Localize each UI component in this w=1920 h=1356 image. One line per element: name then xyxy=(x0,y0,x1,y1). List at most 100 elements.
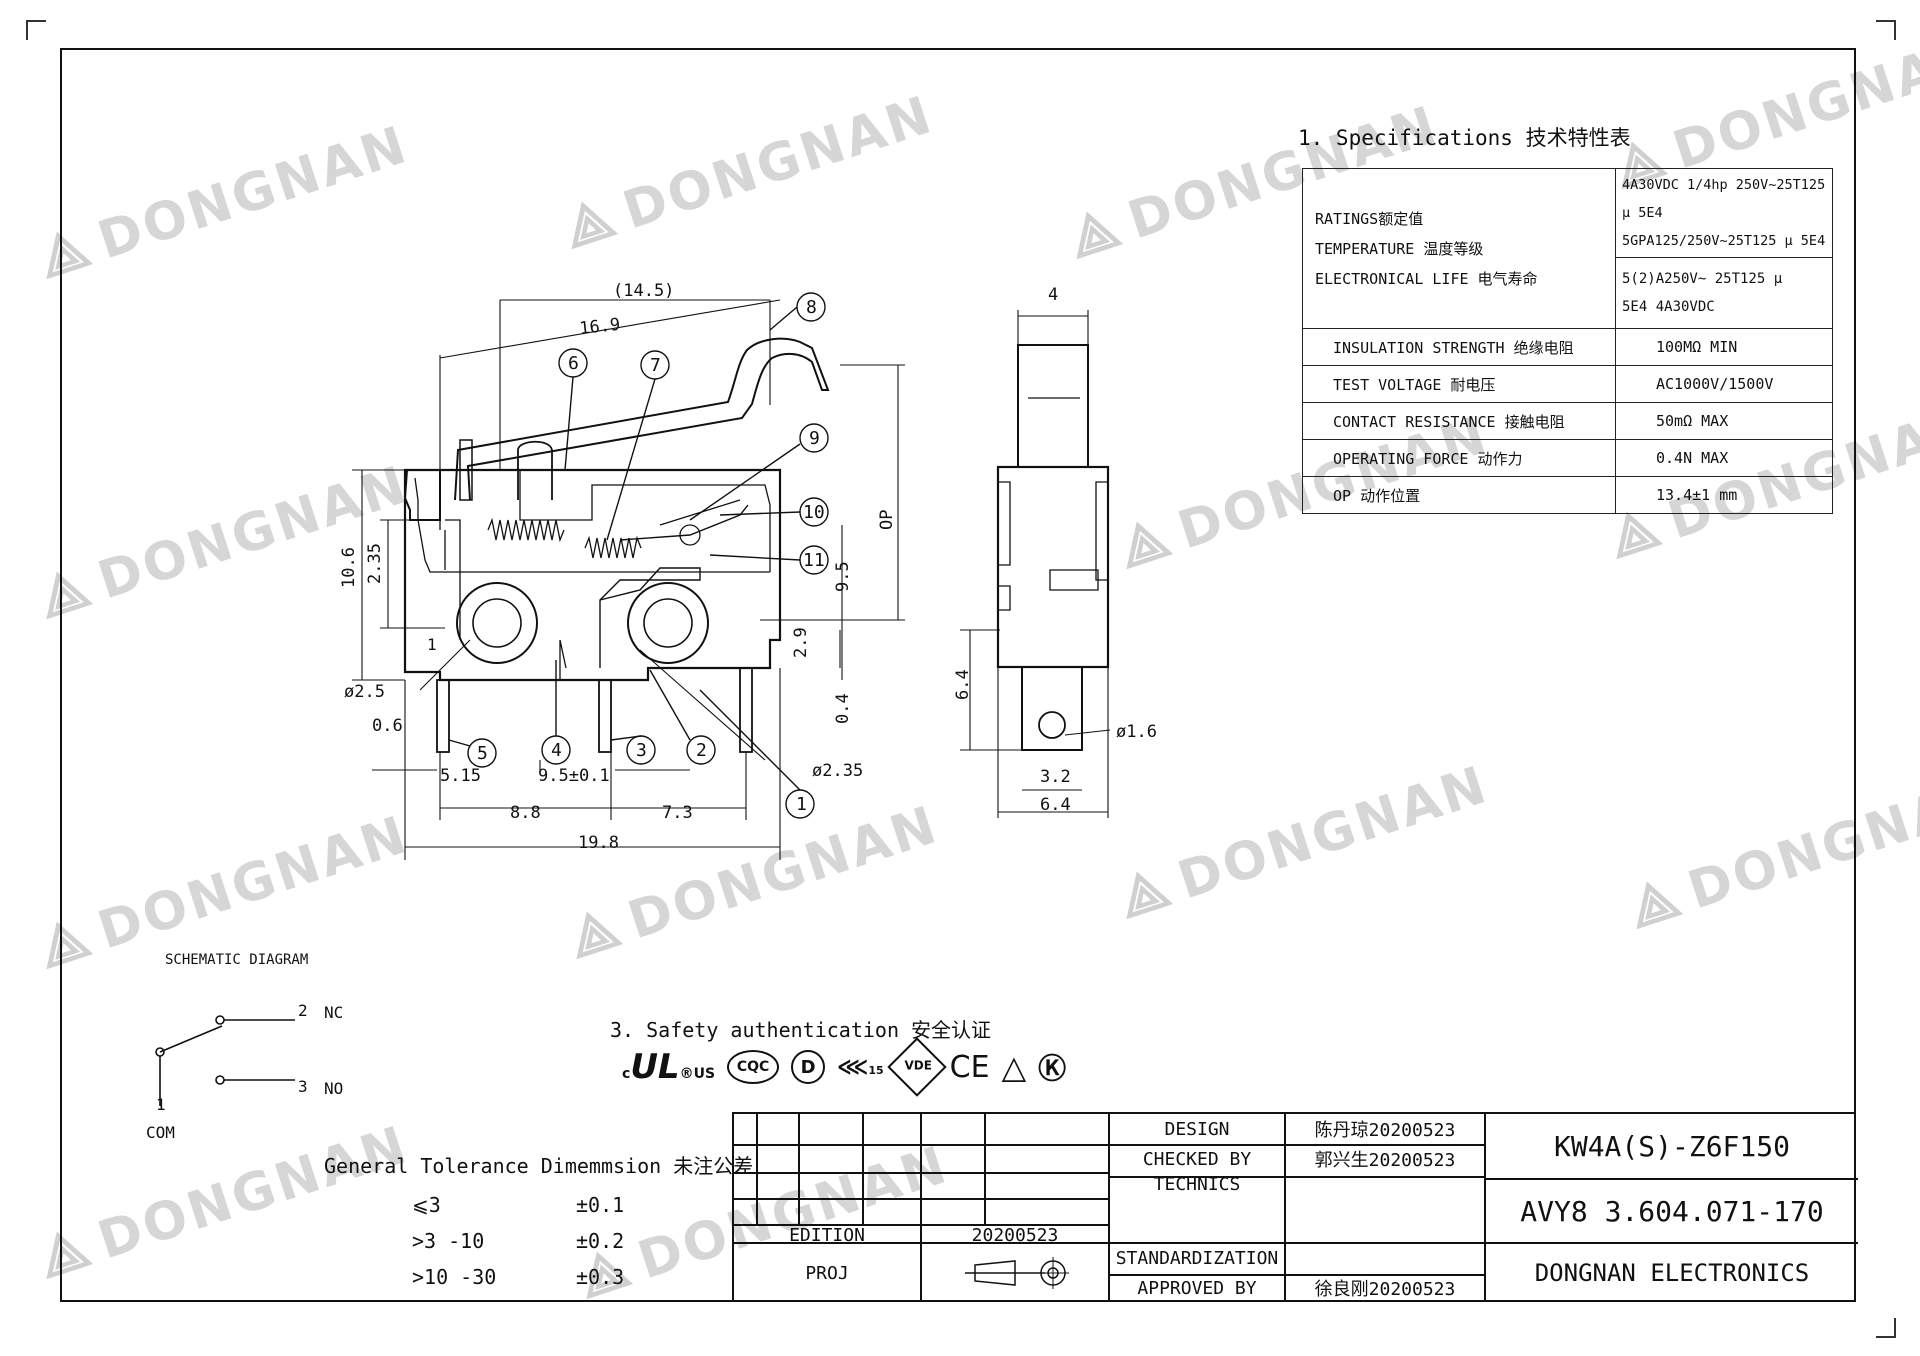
dim-dia-2-5: ø2.5 xyxy=(344,682,385,702)
specs-row-life: 5(2)A250V~ 25T125 μ 5E4 4A30VDC xyxy=(1303,257,1833,329)
specs-values-b: 5(2)A250V~ 25T125 μ 5E4 4A30VDC xyxy=(1615,257,1833,329)
spec-label: TEST VOLTAGE 耐电压 xyxy=(1302,365,1616,403)
specs-table: RATINGS额定值 TEMPERATURE 温度等级 ELECTRONICAL… xyxy=(1302,168,1833,514)
spec-value: 5(2)A250V~ 25T125 μ xyxy=(1622,271,1783,287)
cqc-mark-icon: CQC xyxy=(727,1050,780,1084)
tolerance-range: ⩽3 xyxy=(412,1193,441,1217)
tb-divider xyxy=(1110,1274,1484,1276)
tb-approved-value: 徐良刚20200523 xyxy=(1314,1279,1456,1300)
callout-2: 2 xyxy=(696,740,707,761)
tolerance-value: ±0.1 xyxy=(576,1193,625,1217)
tb-std-label: STANDARDIZATION xyxy=(1115,1247,1279,1269)
spec-label: OPERATING FORCE 动作力 xyxy=(1302,439,1616,477)
ul-mark-icon: cUL®US xyxy=(622,1047,716,1087)
dim-6-4: 6.4 xyxy=(953,669,973,700)
callout-11: 11 xyxy=(803,550,825,571)
spec-label: OP 动作位置 xyxy=(1302,476,1616,514)
specs-group-labels: RATINGS额定值 TEMPERATURE 温度等级 ELECTRONICAL… xyxy=(1302,168,1616,329)
spec-value: AC1000V/1500V xyxy=(1615,365,1833,403)
dim-19-8: 19.8 xyxy=(578,833,619,853)
schematic-no: NO xyxy=(324,1079,343,1098)
tb-divider xyxy=(1484,1114,1486,1302)
dim-dia-2-35: ø2.35 xyxy=(812,761,863,781)
side-view xyxy=(996,344,1110,751)
tb-divider xyxy=(862,1114,864,1224)
corner-mark-br xyxy=(1876,1318,1896,1338)
dim-op: OP xyxy=(877,510,897,530)
spec-value: 5E4 4A30VDC xyxy=(1622,299,1715,315)
schematic-no-num: 3 xyxy=(298,1077,308,1096)
tb-edition-label: EDITION xyxy=(789,1224,865,1246)
tb-divider xyxy=(1108,1114,1110,1302)
callout-8: 8 xyxy=(806,297,817,318)
tolerance-range: >10 -30 xyxy=(412,1265,497,1289)
callout-7: 7 xyxy=(650,355,661,376)
triangle-mark-icon: △ xyxy=(1001,1048,1027,1086)
tb-divider xyxy=(1284,1114,1286,1302)
tb-divider xyxy=(1486,1178,1858,1180)
tb-divider xyxy=(1110,1242,1484,1244)
projection-symbol-svg xyxy=(965,1257,1069,1289)
dim-3-2: 3.2 xyxy=(1040,767,1071,787)
spec-label: TEMPERATURE 温度等级 xyxy=(1315,239,1484,258)
tb-checked-value: 郭兴生20200523 xyxy=(1314,1150,1456,1171)
tb-edition-value: 20200523 xyxy=(971,1224,1059,1246)
callout-4: 4 xyxy=(551,740,562,761)
specs-values-a: 4A30VDC 1/4hp 250V~25T125 μ 5E4 5GPA125/… xyxy=(1615,168,1833,258)
enec-mark-icon: ⋘15 xyxy=(837,1054,884,1080)
spec-value: 0.4N MAX xyxy=(1615,439,1833,477)
dim-9-5: 9.5 xyxy=(833,561,853,592)
dim-6-4-b: 6.4 xyxy=(1040,795,1071,815)
dim-14-5: (14.5) xyxy=(613,281,674,301)
tolerance-range: >3 -10 xyxy=(412,1229,485,1253)
dim-0-4: 0.4 xyxy=(833,693,853,724)
callout-3: 3 xyxy=(636,740,647,761)
kc-mark-icon: Ⓚ xyxy=(1038,1052,1067,1085)
spec-value: 50mΩ MAX xyxy=(1615,402,1833,440)
dim-10-6: 10.6 xyxy=(339,547,359,588)
corner-mark-tr xyxy=(1876,20,1896,40)
tolerance-value: ±0.2 xyxy=(576,1229,625,1253)
d-mark-icon: D xyxy=(791,1050,826,1084)
dim-9-5-tol: 9.5±0.1 xyxy=(538,766,610,786)
callout-9: 9 xyxy=(809,428,820,449)
dim-7-3: 7.3 xyxy=(662,803,693,823)
callout-markers xyxy=(448,292,829,819)
front-view xyxy=(403,337,830,753)
projection-symbol-icon xyxy=(922,1244,1108,1302)
spec-value: 13.4±1 mm xyxy=(1615,476,1833,514)
cert-marks: cUL®US CQC D ⋘15 VDE CE △ Ⓚ xyxy=(622,1037,1067,1097)
tb-divider xyxy=(756,1114,758,1224)
dim-8-8: 8.8 xyxy=(510,803,541,823)
dim-5-15: 5.15 xyxy=(440,766,481,786)
tb-divider xyxy=(1110,1176,1484,1178)
specs-title: 1. Specifications 技术特性表 xyxy=(1298,126,1631,150)
corner-mark-tl xyxy=(26,20,46,40)
tb-divider xyxy=(984,1114,986,1224)
tb-divider xyxy=(920,1224,922,1302)
callout-1: 1 xyxy=(796,794,807,815)
schematic-nc: NC xyxy=(324,1003,343,1022)
dim-dia-1-6: ø1.6 xyxy=(1116,722,1157,742)
tb-approved-label: APPROVED BY xyxy=(1137,1277,1257,1299)
spec-label: RATINGS额定值 xyxy=(1315,209,1424,228)
tb-divider xyxy=(1110,1144,1484,1146)
schematic-com-num: 1 xyxy=(156,1095,166,1114)
spec-value: 4A30VDC 1/4hp 250V~25T125 μ 5E4 xyxy=(1622,177,1826,221)
tb-technics-label: TECHNICS xyxy=(1153,1173,1241,1195)
dimension-lines xyxy=(352,299,1111,860)
schematic-text: 2 NC 3 NO 1 COM xyxy=(146,1001,343,1142)
vde-mark-icon: VDE xyxy=(886,1037,947,1097)
spec-label: ELECTRONICAL LIFE 电气寿命 xyxy=(1315,269,1538,288)
tb-divider xyxy=(1486,1242,1858,1244)
tb-model: KW4A(S)-Z6F150 xyxy=(1553,1129,1790,1163)
dim-4: 4 xyxy=(1048,285,1058,305)
spec-label: CONTACT RESISTANCE 接触电阻 xyxy=(1302,402,1616,440)
tolerance-title: General Tolerance Dimemmsion 未注公差 xyxy=(324,1154,754,1178)
callout-5: 5 xyxy=(477,743,488,764)
schematic-com: COM xyxy=(146,1123,175,1142)
tb-company: DONGNAN ELECTRONICS xyxy=(1534,1259,1810,1287)
